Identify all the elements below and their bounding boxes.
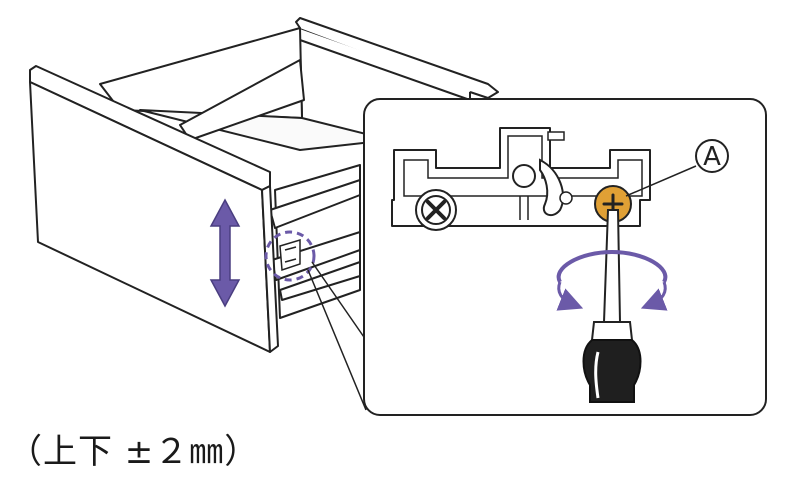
rotate-arrow-icon [556, 249, 668, 311]
screwdriver-icon [582, 209, 642, 403]
callout-label: A [703, 142, 721, 172]
leader-lines [307, 261, 367, 411]
detail-panel: A [363, 98, 767, 416]
caption: （上下 ±２㎜） [8, 432, 260, 472]
callout-leader [625, 165, 697, 197]
highlight-circle [264, 230, 316, 282]
adjustment-screw-a [594, 185, 632, 223]
screw-icon [415, 189, 457, 231]
vertical-double-arrow-icon [209, 198, 241, 308]
drawer [29, 17, 499, 353]
callout-a: A [695, 139, 729, 173]
